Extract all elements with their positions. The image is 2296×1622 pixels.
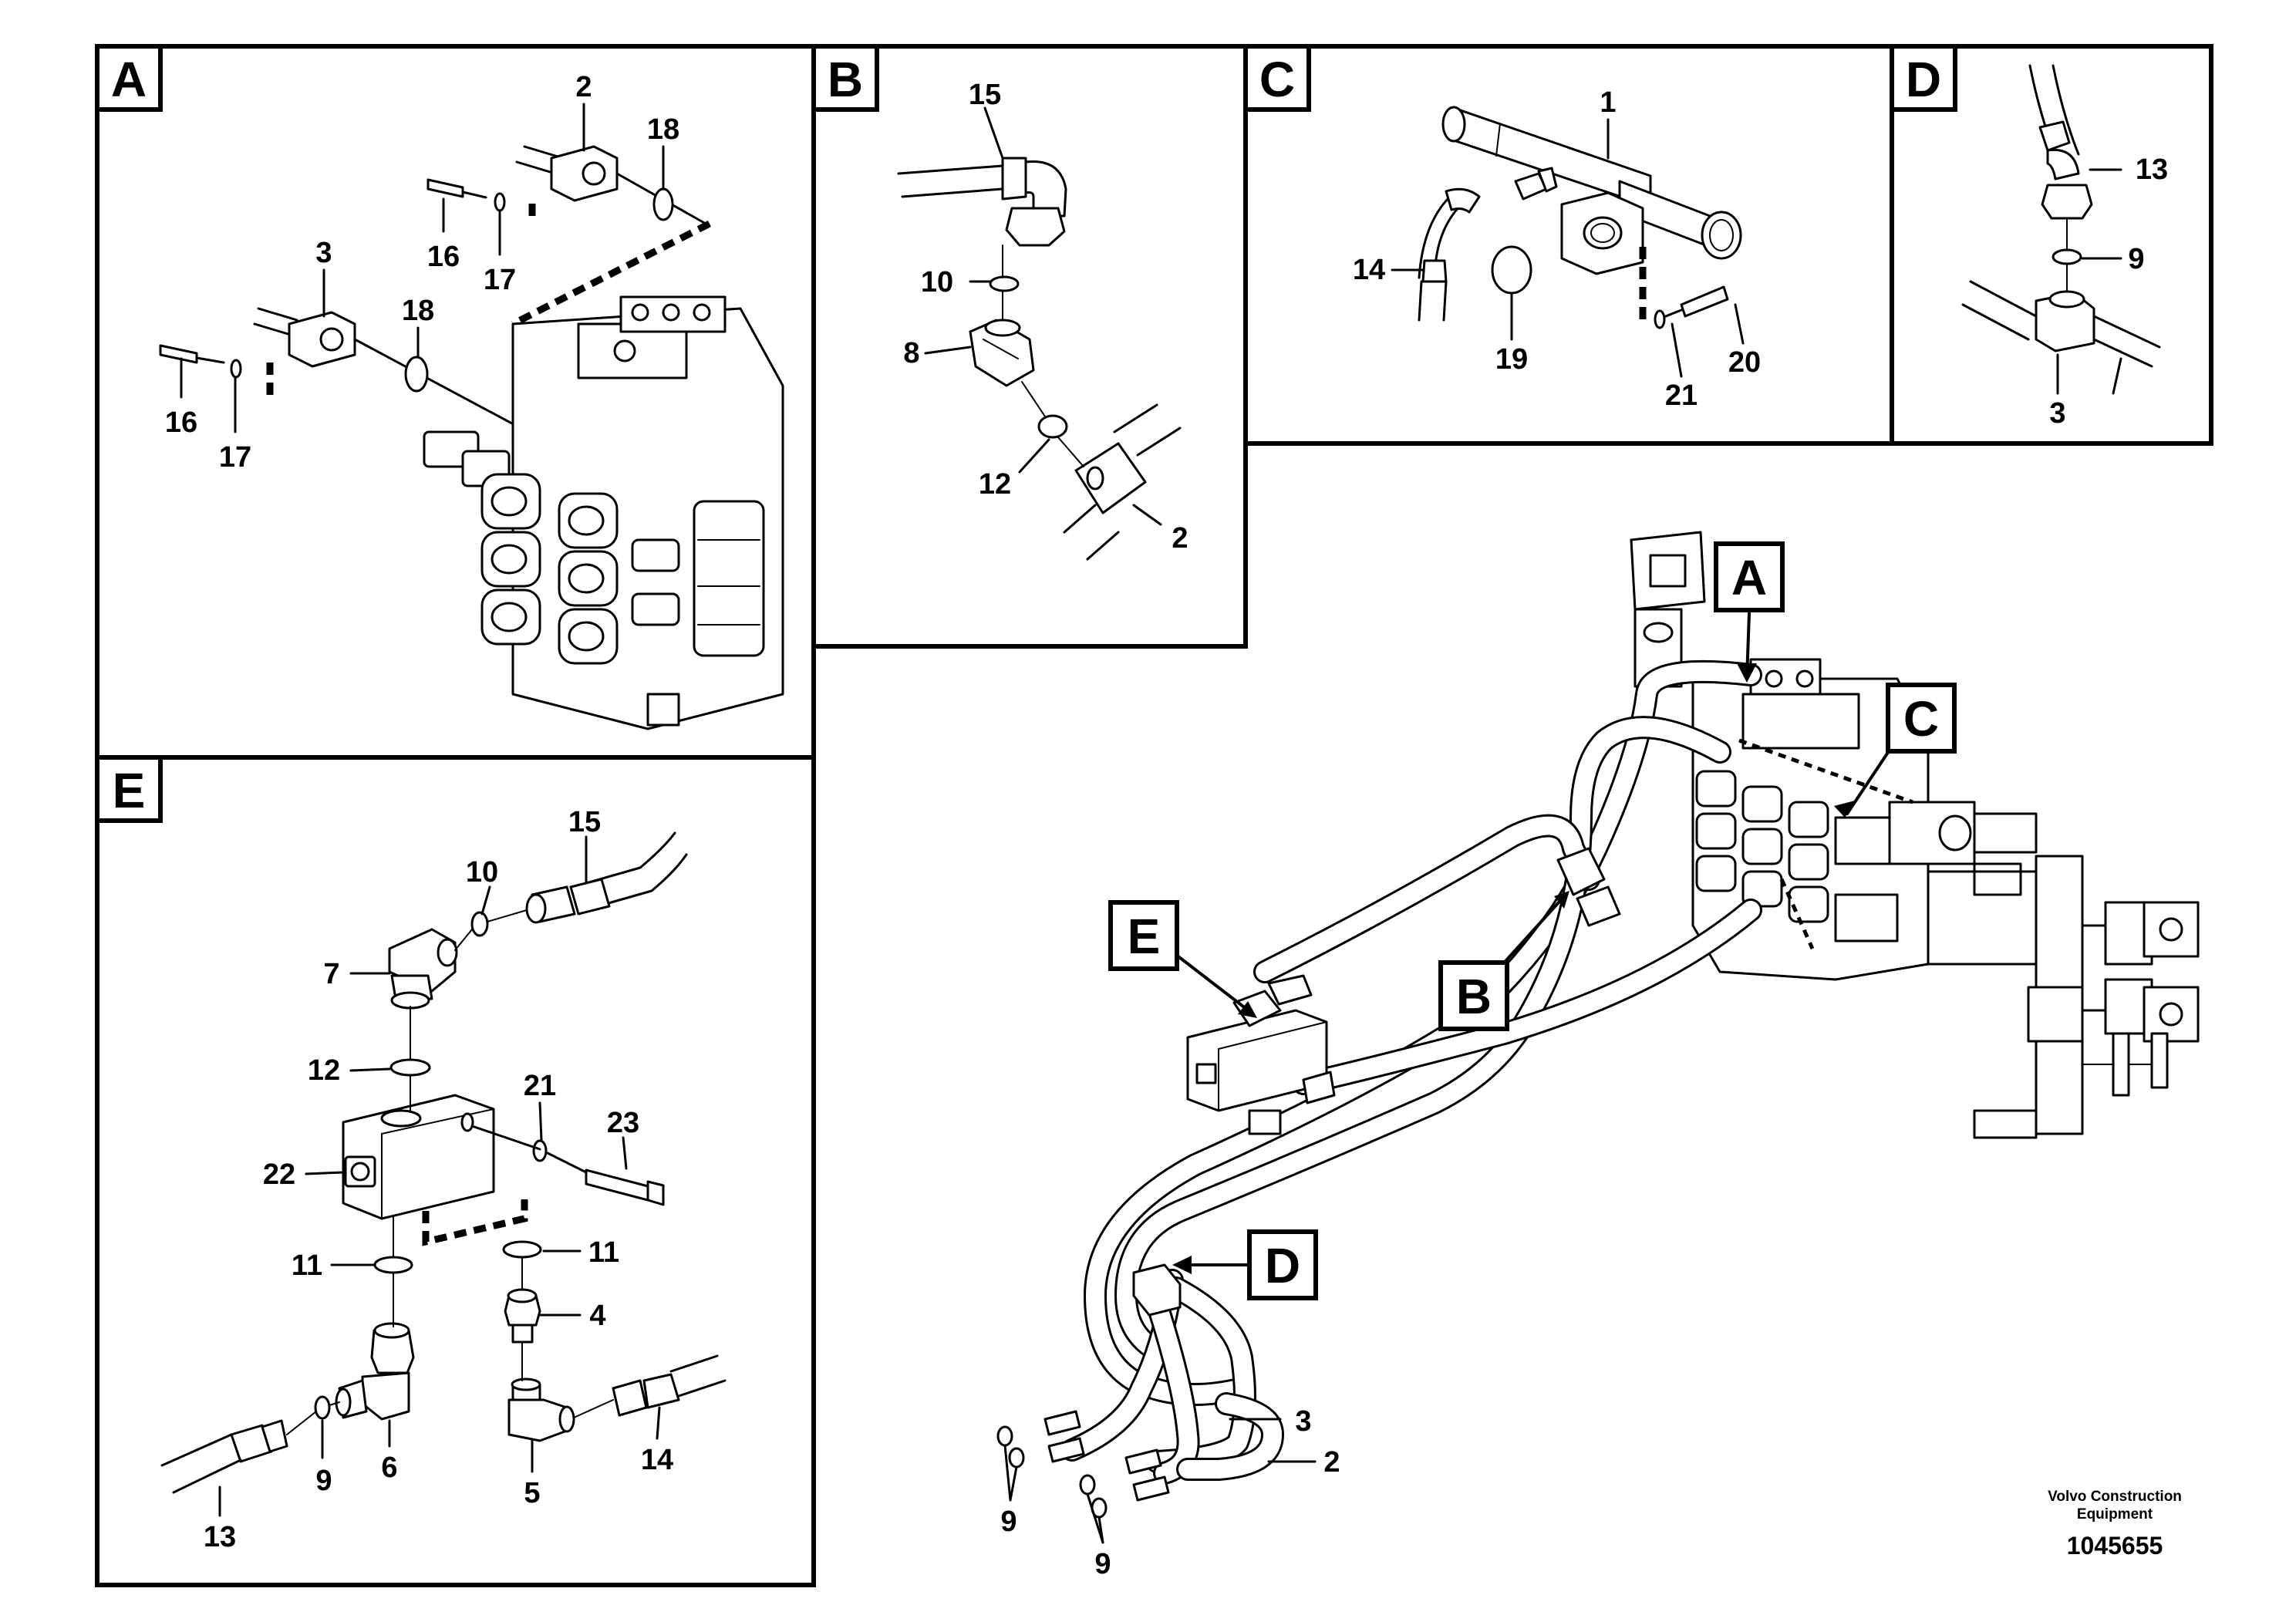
callout-a-2: 2 bbox=[575, 71, 592, 103]
callout-a-3: 3 bbox=[315, 237, 332, 269]
svg-text:B: B bbox=[1456, 969, 1492, 1024]
callout-e-6: 6 bbox=[381, 1452, 397, 1484]
overview-valve-block bbox=[1186, 974, 1336, 1135]
callout-c-19: 19 bbox=[1495, 343, 1528, 376]
callout-a-18-top: 18 bbox=[647, 113, 679, 146]
callout-d-9: 9 bbox=[2128, 243, 2144, 275]
svg-text:A: A bbox=[111, 52, 147, 107]
panel-e-drawing bbox=[160, 831, 727, 1517]
overview-label-b: B bbox=[1438, 960, 1509, 1031]
callout-a-17-bottom: 17 bbox=[219, 441, 251, 474]
callout-b-2: 2 bbox=[1172, 522, 1188, 555]
callout-b-12: 12 bbox=[979, 468, 1011, 501]
callout-b-15: 15 bbox=[969, 79, 1001, 111]
svg-text:E: E bbox=[1128, 909, 1161, 964]
callout-a-16-top: 16 bbox=[427, 241, 460, 273]
panel-d-letter: D bbox=[1890, 44, 1957, 112]
panel-e-frame bbox=[95, 755, 816, 1587]
overview-frame-bracket bbox=[1630, 531, 2200, 1139]
footer-company-line2: Equipment bbox=[2077, 1506, 2153, 1523]
panel-c-letter: C bbox=[1243, 44, 1311, 112]
callout-e-21: 21 bbox=[524, 1070, 556, 1102]
callout-a-17-top: 17 bbox=[484, 264, 516, 296]
callout-overview-2: 2 bbox=[1323, 1446, 1340, 1479]
callout-e-4: 4 bbox=[589, 1300, 605, 1332]
callout-c-1: 1 bbox=[1600, 86, 1616, 119]
panel-b-letter: B bbox=[811, 44, 879, 112]
overview-label-a: A bbox=[1714, 541, 1785, 612]
callout-c-14: 14 bbox=[1353, 254, 1385, 286]
callout-overview-9-right: 9 bbox=[1094, 1548, 1111, 1580]
callout-a-18-bottom: 18 bbox=[402, 295, 434, 327]
panel-a-letter: A bbox=[95, 44, 163, 112]
callout-e-7: 7 bbox=[323, 958, 339, 990]
overview-control-valve bbox=[1691, 658, 2038, 981]
callout-c-20: 20 bbox=[1728, 346, 1761, 379]
svg-text:E: E bbox=[113, 763, 146, 818]
callout-e-23: 23 bbox=[607, 1107, 639, 1139]
callout-e-14: 14 bbox=[641, 1444, 673, 1476]
panel-b-drawing bbox=[897, 106, 1182, 561]
svg-text:B: B bbox=[828, 52, 863, 107]
callout-b-8: 8 bbox=[903, 337, 919, 369]
panel-c-drawing bbox=[1391, 106, 1745, 378]
panel-d-drawing bbox=[1961, 64, 2161, 395]
overview-label-e: E bbox=[1108, 900, 1179, 971]
callout-e-12: 12 bbox=[308, 1054, 340, 1087]
spool-stack bbox=[480, 473, 765, 727]
svg-text:A: A bbox=[1731, 550, 1767, 605]
callout-e-5: 5 bbox=[524, 1477, 540, 1509]
callout-d-13: 13 bbox=[2136, 153, 2168, 186]
callout-e-9: 9 bbox=[315, 1465, 332, 1497]
panel-a-drawing bbox=[159, 103, 784, 730]
callout-e-15: 15 bbox=[568, 806, 601, 838]
overview-label-d: D bbox=[1247, 1229, 1318, 1300]
svg-text:C: C bbox=[1903, 691, 1939, 747]
callout-e-10: 10 bbox=[466, 856, 498, 889]
svg-text:D: D bbox=[1265, 1238, 1300, 1293]
panel-d-frame bbox=[1890, 44, 2213, 446]
footer-doc-number: 1045655 bbox=[2067, 1532, 2163, 1560]
callout-e-11-left: 11 bbox=[292, 1249, 322, 1282]
overview-label-c: C bbox=[1886, 683, 1957, 754]
callout-d-3: 3 bbox=[2049, 397, 2065, 430]
callout-e-22: 22 bbox=[263, 1158, 295, 1191]
footer-company-line1: Volvo Construction bbox=[2048, 1489, 2182, 1505]
svg-text:C: C bbox=[1259, 52, 1295, 107]
callout-c-21: 21 bbox=[1665, 379, 1698, 412]
callout-overview-9-left: 9 bbox=[1000, 1506, 1017, 1538]
svg-text:D: D bbox=[1906, 52, 1941, 107]
overview-hoses bbox=[1060, 659, 1762, 1485]
callout-b-10: 10 bbox=[921, 266, 953, 298]
callout-a-16-bottom: 16 bbox=[165, 406, 197, 439]
callout-e-13: 13 bbox=[204, 1521, 236, 1553]
callout-overview-3: 3 bbox=[1295, 1405, 1311, 1438]
overview-drawing bbox=[996, 531, 2200, 1544]
panel-e-letter: E bbox=[95, 755, 163, 823]
callout-e-11-right: 11 bbox=[588, 1236, 619, 1269]
